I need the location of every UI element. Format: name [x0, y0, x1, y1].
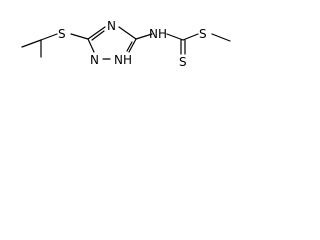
chemical-structure: S N N NH NH S S — [21, 19, 231, 69]
atom-label-nh-amide: NH — [149, 27, 167, 41]
ring-double-bond-inner-b — [126, 41, 133, 52]
atom-label-s-methyl: S — [199, 27, 207, 41]
atom-label-s-thione: S — [179, 55, 187, 69]
atom-label-s-isopropyl: S — [58, 27, 66, 41]
ring-bond-c3-n4 — [87, 26, 106, 40]
bond-ch-s — [40, 33, 58, 41]
ring-bond-n2-c3 — [87, 38, 95, 53]
ring-bond-n4-c5 — [118, 26, 137, 40]
atom-label-nh-ring: NH — [114, 53, 132, 67]
bond-s-methyl — [211, 33, 231, 42]
ring-bond-c5-n1 — [128, 38, 137, 53]
bond-s-ring — [70, 33, 89, 40]
bond-c-s-methyl — [182, 33, 199, 41]
atom-label-n-ring-bottom-left: N — [90, 53, 99, 67]
atom-label-n-ring-top: N — [107, 19, 116, 33]
ring-double-bond-inner-a — [91, 30, 105, 41]
bond-ring-nh — [135, 33, 153, 40]
bond-nh-c — [166, 33, 184, 41]
bond-methyl-left — [21, 39, 42, 48]
